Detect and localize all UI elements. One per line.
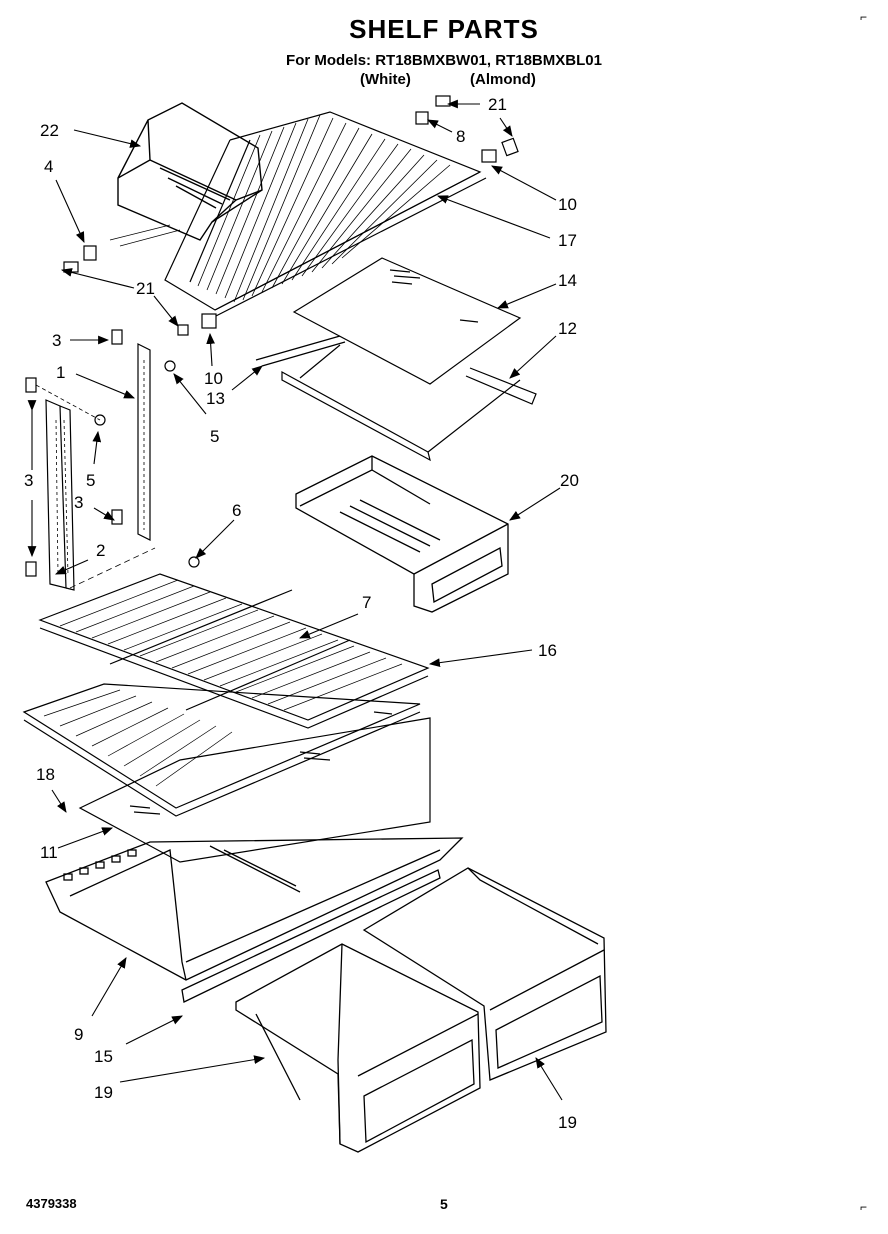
clip-parts-upper [63, 95, 519, 336]
callout-15: 15 [94, 1047, 113, 1066]
callout-11: 11 [40, 843, 58, 862]
corner-mark-top-right: ⌐ [860, 10, 868, 24]
variant-almond-label: (Almond) [470, 71, 536, 88]
callout-16: 16 [538, 641, 557, 660]
callout-17: 17 [558, 231, 577, 250]
callout-12: 12 [558, 319, 577, 338]
callout-21-top: 21 [488, 95, 507, 114]
page-title: SHELF PARTS [349, 14, 539, 44]
shelf-frame-part-12 [255, 335, 537, 462]
corner-mark-bottom-right: ⌐ [860, 1200, 868, 1214]
crisper-frame-part-9 [45, 837, 464, 1003]
models-line: For Models: RT18BMXBW01, RT18BMXBL01 [286, 52, 602, 69]
callout-3-mid: 3 [74, 493, 83, 512]
callout-10-top: 10 [558, 195, 577, 214]
callout-7: 7 [362, 593, 371, 612]
crisper-part-19-left [235, 943, 481, 1153]
variant-white-label: (White) [360, 71, 411, 88]
drawer-part-20 [295, 455, 509, 613]
glass-shelf-part-14 [292, 257, 522, 385]
callout-5-mid: 5 [210, 427, 219, 446]
callout-13: 13 [206, 389, 225, 408]
callout-21-left: 21 [136, 279, 155, 298]
callout-1: 1 [56, 363, 65, 382]
callout-3-top: 3 [52, 331, 61, 350]
callout-6: 6 [232, 501, 241, 520]
callout-4: 4 [44, 157, 53, 176]
page-number: 5 [440, 1196, 448, 1212]
callout-labels: 22 4 21 8 21 10 17 14 12 3 1 21 10 13 5 … [24, 95, 579, 1132]
callout-5-left: 5 [86, 471, 95, 490]
crisper-part-19-right [362, 867, 607, 1081]
wire-shelf-part-16 [22, 683, 421, 817]
upper-wire-shelf-rungs [109, 114, 451, 303]
wire-shelf-rungs-lower [43, 579, 403, 787]
rails-parts-1-2-3 [25, 329, 200, 591]
callout-2: 2 [96, 541, 105, 560]
callout-19-left: 19 [94, 1083, 113, 1102]
wire-shelf-part-7 [38, 573, 430, 729]
callout-14: 14 [558, 271, 577, 290]
callout-8: 8 [456, 127, 465, 146]
callout-18: 18 [36, 765, 55, 784]
callout-3-left: 3 [24, 471, 33, 490]
callout-20: 20 [560, 471, 579, 490]
upper-wire-shelf-part-17 [164, 111, 487, 319]
bin-part-22 [117, 102, 263, 241]
callout-arrows [51, 99, 563, 1101]
callout-10-mid: 10 [204, 369, 223, 388]
callout-9: 9 [74, 1025, 83, 1044]
document-number: 4379338 [26, 1196, 77, 1211]
rail-slots [35, 360, 156, 589]
callout-19-right: 19 [558, 1113, 577, 1132]
callout-22: 22 [40, 121, 59, 140]
